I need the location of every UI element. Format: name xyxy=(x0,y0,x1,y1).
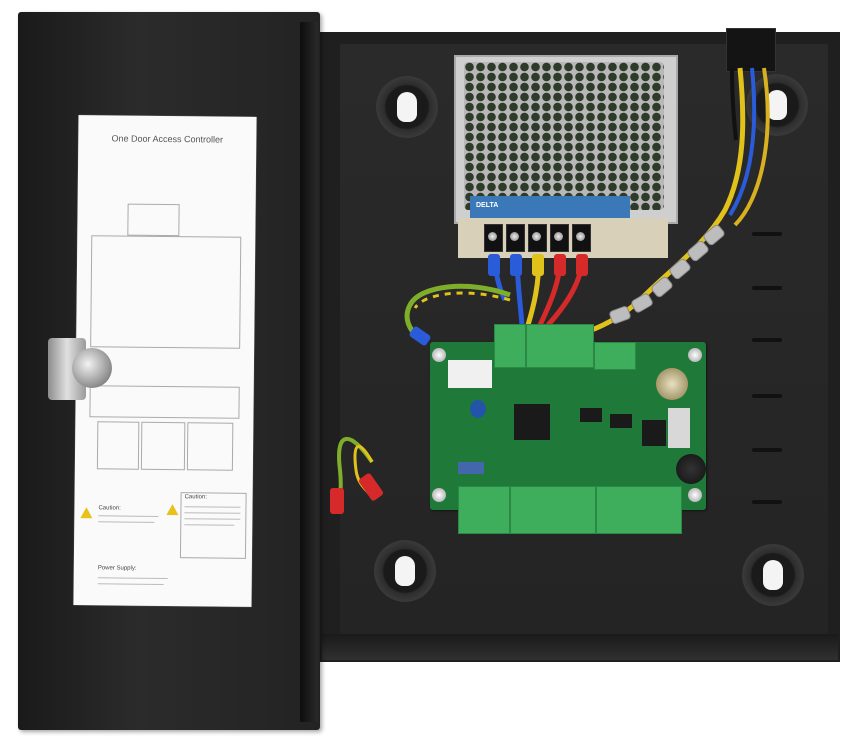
terminal-screw xyxy=(510,232,519,241)
vent-slot xyxy=(752,448,782,452)
text-line xyxy=(97,577,168,580)
crimp-connector-yellow xyxy=(532,254,544,276)
keyhole-bottom-left xyxy=(395,556,415,586)
terminal-block xyxy=(458,486,510,534)
keyhole-top-left xyxy=(397,92,417,122)
power-supply-heading: Power Supply: xyxy=(97,565,137,572)
diagram-terminals xyxy=(96,421,140,470)
vent-slot xyxy=(752,286,782,290)
terminal-screw xyxy=(554,232,563,241)
keyhole-top-right xyxy=(767,90,787,120)
vent-slot xyxy=(752,500,782,504)
buzzer xyxy=(676,454,706,484)
backup-battery xyxy=(656,368,688,400)
dip-switch xyxy=(458,462,484,474)
board-standoff xyxy=(432,348,446,362)
crimp-connector-blue xyxy=(488,254,500,276)
caution-heading-left: Caution: xyxy=(98,505,121,512)
ic-chip xyxy=(610,414,632,428)
psu-mesh-cover xyxy=(464,62,664,210)
terminal-block xyxy=(526,324,594,368)
network-port xyxy=(668,408,690,448)
diagram-terminals xyxy=(186,422,234,471)
diagram-terminals xyxy=(89,385,240,419)
board-standoff xyxy=(688,348,702,362)
board-standoff xyxy=(688,488,702,502)
key-lock-icon[interactable] xyxy=(72,348,112,388)
vent-slot xyxy=(752,394,782,398)
terminal-block xyxy=(494,324,526,368)
crimp-connector-blue xyxy=(510,254,522,276)
vent-slot xyxy=(752,338,782,342)
diagram-connector xyxy=(127,203,180,237)
board-standoff xyxy=(432,488,446,502)
psu-brand-text: DELTA xyxy=(476,202,499,209)
text-line xyxy=(98,521,155,523)
caution-icon xyxy=(80,507,93,519)
psu-brand-label: DELTA xyxy=(470,196,630,218)
terminal-screw xyxy=(488,232,497,241)
ic-chip xyxy=(580,408,602,422)
relay xyxy=(448,360,492,388)
text-line xyxy=(97,583,164,585)
ic-chip xyxy=(642,420,666,446)
crimp-connector-red xyxy=(576,254,588,276)
text-line xyxy=(98,515,159,517)
terminal-screw xyxy=(576,232,585,241)
diagram-terminals xyxy=(140,421,186,471)
caution-icon xyxy=(166,504,179,516)
caution-heading-right: Caution: xyxy=(184,494,207,501)
terminal-block xyxy=(510,486,596,534)
vent-slot xyxy=(752,232,782,236)
cabinet-bottom-rim xyxy=(322,634,838,660)
spade-connector-red xyxy=(330,488,344,514)
capacitor xyxy=(470,400,486,418)
door-hinge-edge xyxy=(300,22,318,722)
keyhole-bottom-right xyxy=(763,560,783,590)
diagram-board-outline xyxy=(90,235,242,349)
terminal-block xyxy=(596,486,682,534)
terminal-block xyxy=(594,342,636,370)
microcontroller-chip xyxy=(514,404,550,440)
terminal-screw xyxy=(532,232,541,241)
label-title: One Door Access Controller xyxy=(111,133,224,145)
crimp-connector-red xyxy=(554,254,566,276)
